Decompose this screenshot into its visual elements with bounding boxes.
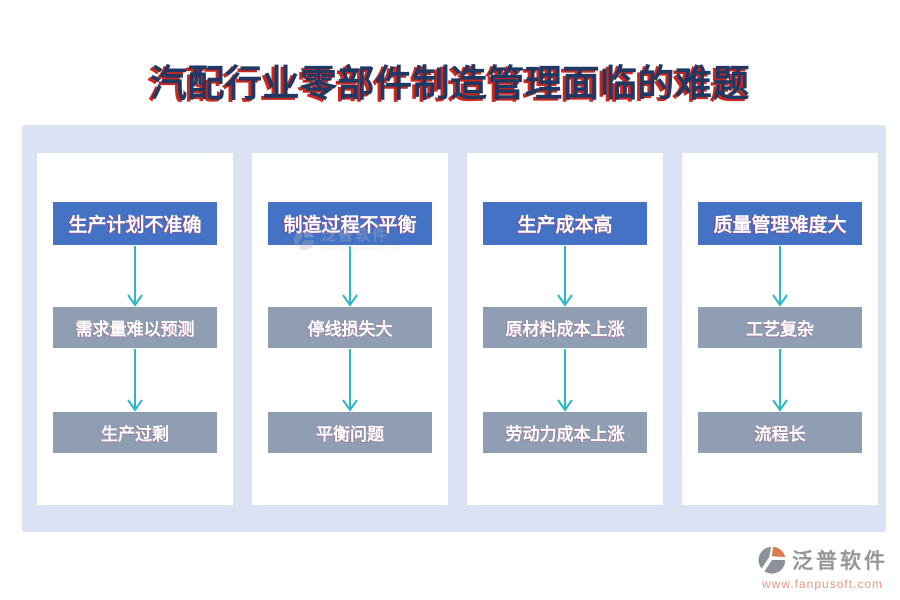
content-panel: 生产计划不准确 需求量难以预测 生产过剩 制造过程不平衡	[22, 125, 886, 532]
arrow-down-icon	[772, 246, 788, 307]
arrow-down-icon	[127, 349, 143, 412]
footer-url: www.fanpusoft.com	[762, 577, 884, 591]
card-header: 生产计划不准确	[53, 202, 217, 245]
card-item: 流程长	[698, 412, 862, 453]
page-title: 汽配行业零部件制造管理面临的难题	[150, 63, 750, 104]
arrow-down-icon	[342, 246, 358, 307]
card-item: 原材料成本上涨	[483, 307, 647, 348]
cards-row: 生产计划不准确 需求量难以预测 生产过剩 制造过程不平衡	[37, 153, 878, 505]
card-production-planning: 生产计划不准确 需求量难以预测 生产过剩	[37, 153, 233, 505]
fanpu-logo-icon	[758, 546, 786, 574]
card-item: 生产过剩	[53, 412, 217, 453]
card-item: 需求量难以预测	[53, 307, 217, 348]
arrow-down-icon	[127, 246, 143, 307]
card-process-imbalance: 制造过程不平衡 停线损失大 平衡问题	[252, 153, 448, 505]
card-header: 质量管理难度大	[698, 202, 862, 245]
arrow-down-icon	[342, 349, 358, 412]
card-production-cost: 生产成本高 原材料成本上涨 劳动力成本上涨	[467, 153, 663, 505]
card-item: 工艺复杂	[698, 307, 862, 348]
arrow-down-icon	[557, 349, 573, 412]
footer-brand: 泛普软件	[792, 550, 888, 573]
arrow-down-icon	[772, 349, 788, 412]
card-item: 停线损失大	[268, 307, 432, 348]
card-header: 制造过程不平衡	[268, 202, 432, 245]
footer-logo-row: 泛普软件	[756, 544, 888, 576]
card-quality-management: 质量管理难度大 工艺复杂 流程长	[682, 153, 878, 505]
arrow-down-icon	[557, 246, 573, 307]
card-item: 平衡问题	[268, 412, 432, 453]
card-header: 生产成本高	[483, 202, 647, 245]
card-item: 劳动力成本上涨	[483, 412, 647, 453]
footer-logo: 泛普软件 www.fanpusoft.com	[756, 544, 888, 591]
